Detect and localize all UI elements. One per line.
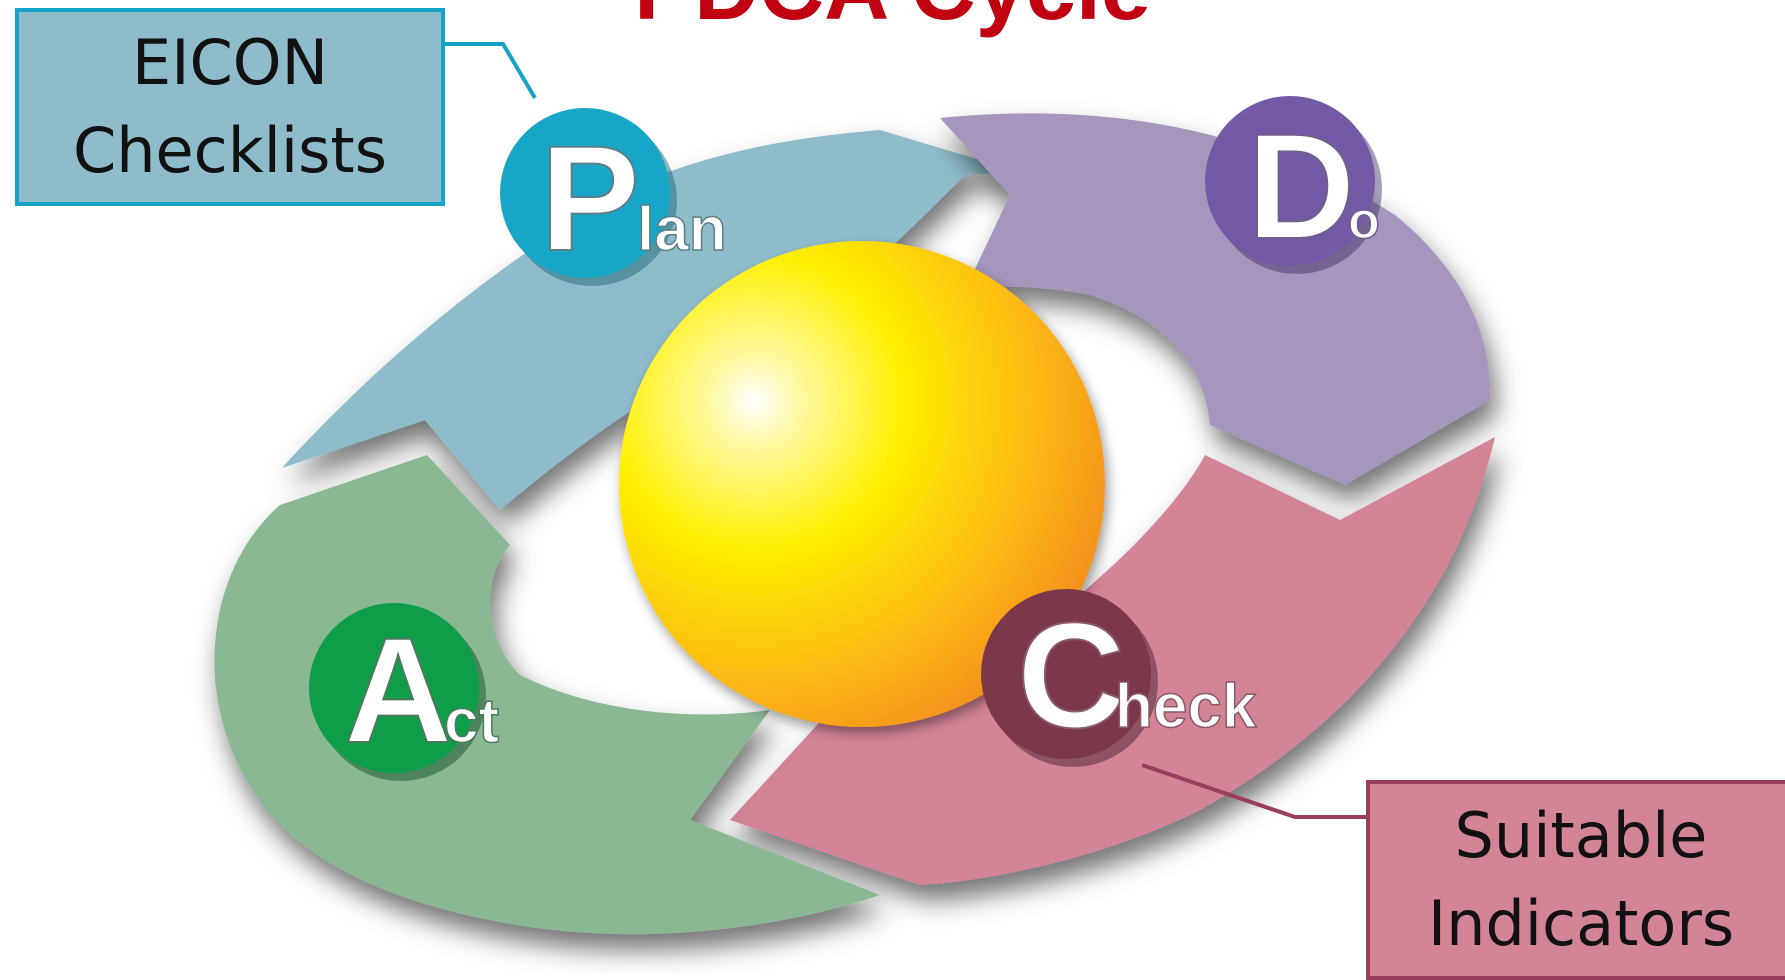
plan-rest: lan: [637, 195, 727, 264]
plan-callout-box: EICON Checklists: [15, 8, 445, 206]
plan-arrow: [282, 130, 1020, 510]
act-rest: ct: [444, 687, 499, 756]
center-sphere: [619, 241, 1105, 727]
check-badge-circle: [981, 589, 1151, 759]
plan-callout-line1: EICON: [132, 26, 328, 99]
check-letter: C: [1017, 591, 1125, 759]
act-letter: A: [344, 606, 452, 774]
act-badge: A ct: [309, 603, 500, 781]
check-badge: C heck: [981, 589, 1258, 767]
check-rest: heck: [1115, 672, 1257, 741]
check-callout-box: Suitable Indicators: [1366, 780, 1785, 980]
plan-badge: P lan: [500, 108, 727, 286]
plan-badge-circle: [500, 108, 670, 278]
do-rest: o: [1348, 192, 1380, 250]
plan-callout-line2: Checklists: [72, 114, 388, 187]
page-title: PDCA Cycle: [0, 0, 1785, 41]
do-badge: D o: [1205, 96, 1382, 274]
do-letter: D: [1247, 102, 1355, 270]
do-badge-circle: [1205, 96, 1375, 266]
check-callout-connector: [1141, 763, 1368, 819]
plan-callout-connector: [443, 42, 537, 100]
check-callout-line2: Indicators: [1427, 887, 1735, 960]
act-arrow: [214, 455, 880, 935]
act-badge-circle: [309, 603, 479, 773]
plan-letter: P: [540, 114, 640, 282]
check-callout-line1: Suitable: [1454, 799, 1708, 872]
